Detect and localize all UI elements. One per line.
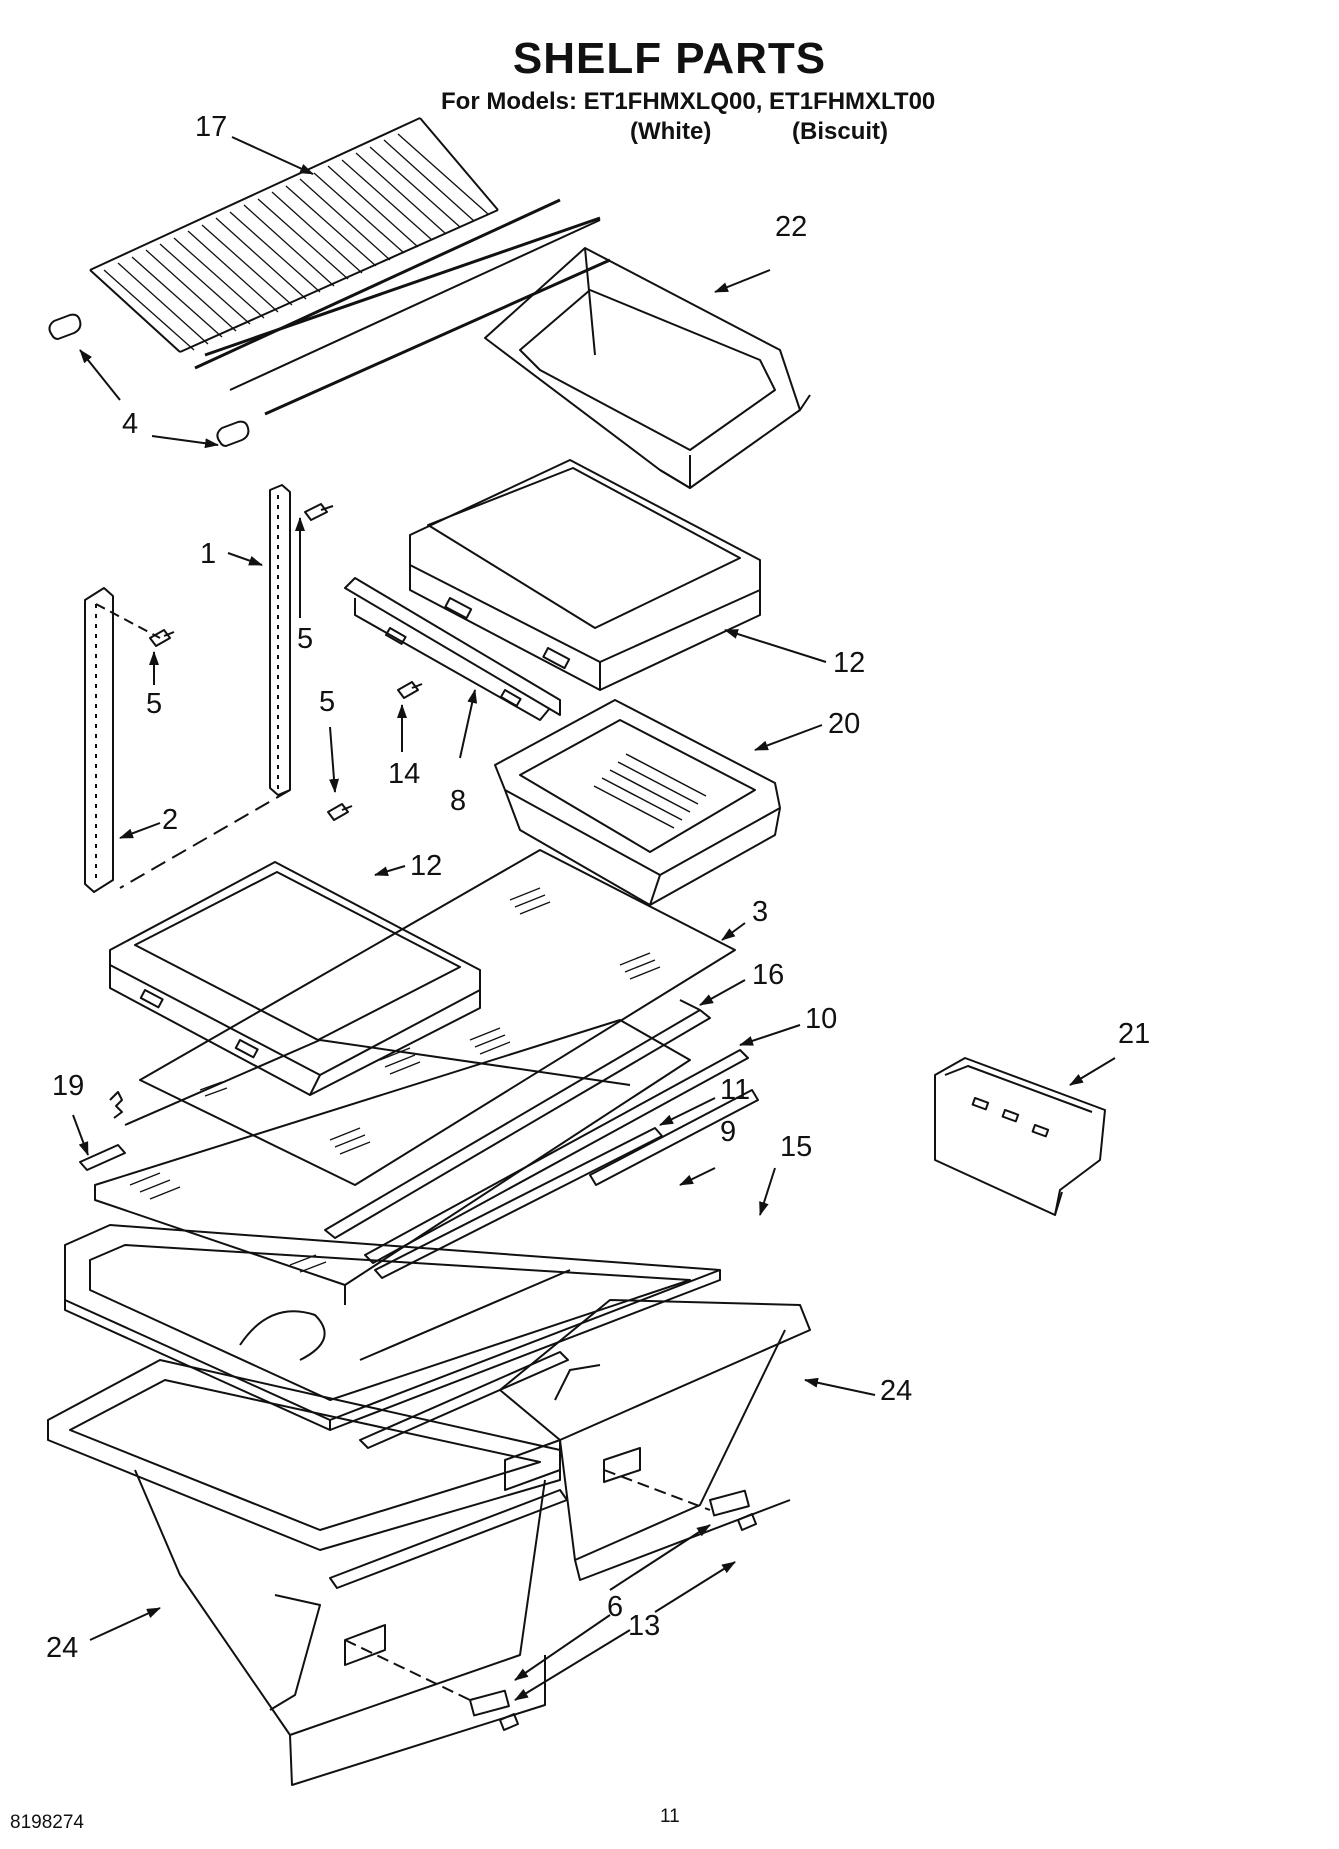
leader-arrows xyxy=(72,136,1116,1701)
callout-12b: 12 xyxy=(410,850,443,882)
models-line: For Models: ET1FHMXLQ00, ET1FHMXLT00 xyxy=(441,88,936,115)
glass-panel-part xyxy=(139,849,736,1186)
callout-14: 14 xyxy=(388,758,421,790)
upper-bin-part xyxy=(484,247,811,489)
callout-24a: 24 xyxy=(880,1375,913,1407)
drawer-slide-part xyxy=(344,1469,757,1731)
callout-8: 8 xyxy=(450,785,467,817)
callout-22: 22 xyxy=(775,211,808,243)
shelf-frame-part xyxy=(94,1019,691,1305)
callout-20: 20 xyxy=(828,708,861,740)
clip-part xyxy=(79,1091,126,1171)
callout-24b: 24 xyxy=(46,1632,79,1664)
variant-white-label: (White) xyxy=(630,118,712,145)
callout-11: 11 xyxy=(720,1074,751,1106)
callout-21: 21 xyxy=(1118,1018,1151,1050)
page-number: 11 xyxy=(660,1806,680,1827)
callout-13: 13 xyxy=(628,1610,661,1642)
trim-bar-part xyxy=(589,1089,759,1186)
callout-19: 19 xyxy=(52,1070,85,1102)
crisper-drawer-left-part xyxy=(47,1359,568,1786)
callout-10: 10 xyxy=(805,1003,838,1035)
shelf-bracket-part xyxy=(344,577,561,721)
variant-biscuit-label: (Biscuit) xyxy=(792,118,888,145)
page-title: SHELF PARTS xyxy=(512,34,827,83)
callout-5c: 5 xyxy=(319,686,336,718)
callout-17: 17 xyxy=(195,111,228,143)
callout-2: 2 xyxy=(162,804,179,836)
callout-16: 16 xyxy=(752,959,785,991)
crisper-drawer-right-part xyxy=(499,1299,811,1581)
document-code: 8198274 xyxy=(10,1812,84,1833)
crisper-cover-part xyxy=(64,1224,721,1449)
callout-1: 1 xyxy=(200,538,217,570)
callout-4: 4 xyxy=(122,408,139,440)
lower-shelf-part xyxy=(109,861,481,1096)
callout-3: 3 xyxy=(752,896,769,928)
callout-9: 9 xyxy=(720,1116,737,1148)
door-bin-part xyxy=(934,1057,1106,1216)
callout-5b: 5 xyxy=(146,688,163,720)
crisper-drawer-part xyxy=(494,699,781,906)
wire-shelf-part xyxy=(89,117,611,416)
screw-part xyxy=(149,503,423,821)
vertical-rail-part xyxy=(84,484,291,893)
shelf-end-cap-part xyxy=(48,313,250,447)
callout-15: 15 xyxy=(780,1131,813,1163)
upper-shelf-part xyxy=(409,459,761,691)
callout-5a: 5 xyxy=(297,623,314,655)
callout-6: 6 xyxy=(607,1591,624,1623)
callout-12a: 12 xyxy=(833,647,866,679)
